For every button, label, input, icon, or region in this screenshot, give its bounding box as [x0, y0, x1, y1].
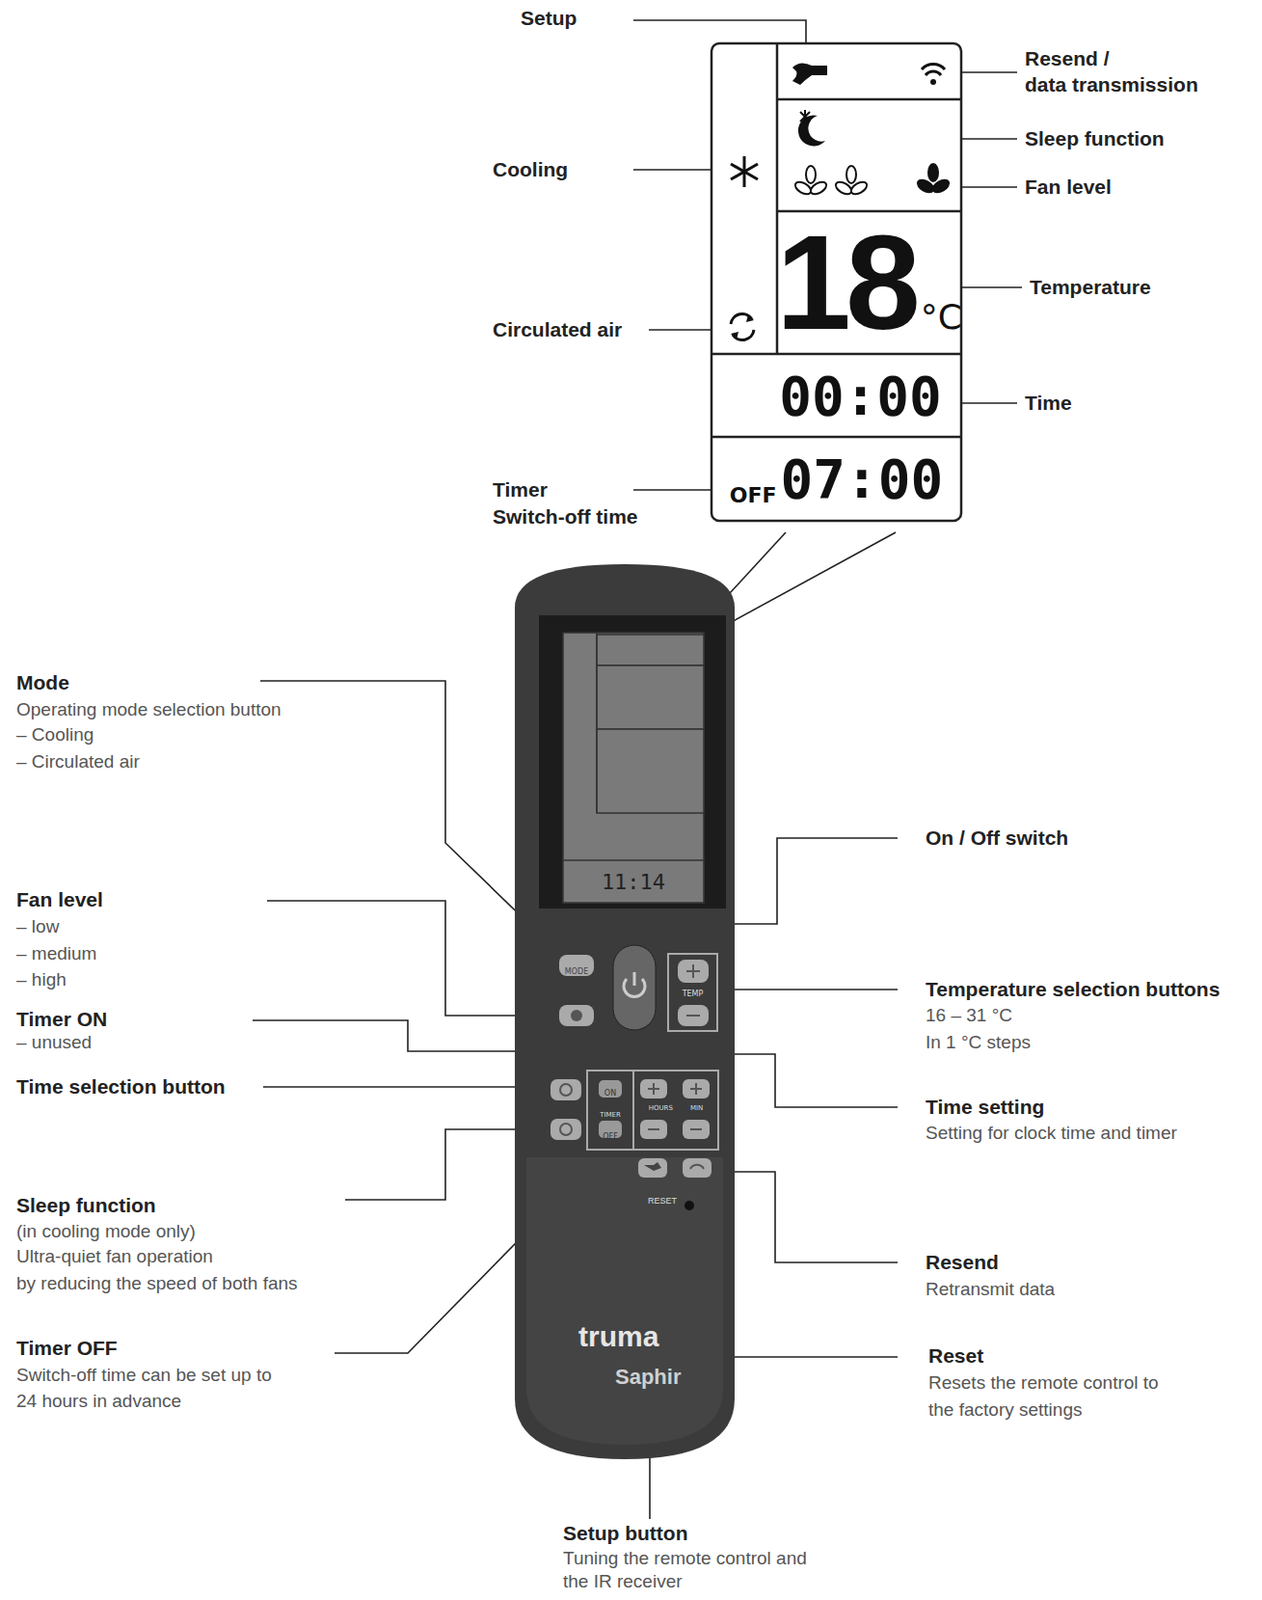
callout-heading: Resend: [925, 1250, 999, 1274]
callout-text: the IR receiver: [563, 1569, 683, 1593]
callout-text: – Circulated air: [16, 750, 140, 774]
callout-text: Setting for clock time and timer: [925, 1121, 1178, 1145]
callout-heading: Cooling: [492, 158, 568, 182]
display-text: ON: [604, 1088, 617, 1098]
callout-heading: Time: [1024, 391, 1073, 415]
callout-heading: Circulated air: [492, 318, 622, 342]
display-text: 00:00: [730, 364, 942, 428]
callout-heading: Switch-off time: [492, 505, 639, 529]
display-text: HOURS: [648, 1103, 673, 1112]
callout-heading: Temperature selection buttons: [925, 977, 1220, 1001]
callout-heading: Fan level: [1024, 175, 1112, 199]
callout-text: by reducing the speed of both fans: [16, 1271, 298, 1295]
brand-logo: truma: [578, 1319, 659, 1353]
callout-text: 16 – 31 °C: [925, 1003, 1013, 1027]
callout-heading: On / Off switch: [925, 826, 1069, 850]
lcd-segment: 18°C: [777, 211, 962, 354]
callout-heading: Time selection button: [16, 1074, 226, 1099]
callout-text: Operating mode selection button: [16, 698, 282, 722]
callout-text: the factory settings: [928, 1397, 1082, 1422]
callout-text: – low: [16, 914, 59, 939]
display-text: 11:14: [601, 869, 666, 894]
lcd-segment: 00:00: [711, 353, 962, 437]
display-text: MIN: [690, 1103, 703, 1112]
callout-heading: Setup button: [563, 1521, 688, 1545]
button-label: RESET: [647, 1195, 677, 1206]
display-text: MODE: [564, 966, 589, 976]
display-text: TIMER: [599, 1110, 621, 1119]
callout-heading: Timer OFF: [16, 1336, 118, 1360]
lcd-segment: OFF07:00: [711, 436, 962, 521]
lcd-enlarged: [711, 43, 962, 521]
callout-heading: Time setting: [925, 1095, 1045, 1119]
lcd-segment: TEMP: [670, 985, 716, 1001]
lcd-segment: MODE: [561, 962, 592, 980]
lcd-segment: HOURS MIN: [635, 1100, 717, 1116]
callout-text: Retransmit data: [925, 1277, 1055, 1301]
callout-text: Tuning the remote control and: [563, 1546, 807, 1570]
model-name: Saphir: [615, 1364, 681, 1390]
callout-text: (in cooling mode only): [16, 1219, 196, 1243]
display-text: °C: [920, 296, 963, 337]
callout-heading: Temperature: [1029, 275, 1152, 299]
callout-text: Ultra-quiet fan operation: [16, 1244, 214, 1268]
callout-text: – medium: [16, 941, 97, 966]
leader-lines: [252, 20, 1022, 1519]
display-text: 07:00: [780, 447, 944, 511]
display-text: OFF: [602, 1131, 618, 1141]
lcd-segment: ON TIMER OFF: [589, 1077, 632, 1146]
display-text: TEMP: [682, 989, 704, 998]
callout-heading: Setup: [520, 6, 577, 30]
callout-heading: data transmission: [1024, 73, 1199, 97]
callout-text: Resets the remote control to: [928, 1370, 1159, 1395]
callout-text: – high: [16, 967, 67, 992]
display-text: 18: [776, 214, 915, 350]
remote-body: [514, 563, 735, 1459]
callout-text: Switch-off time can be set up to: [16, 1363, 272, 1387]
callout-text: 24 hours in advance: [16, 1389, 182, 1413]
callout-heading: Timer: [492, 478, 548, 502]
display-text: OFF: [729, 483, 778, 508]
callout-heading: Sleep function: [16, 1193, 157, 1217]
callout-text: – Cooling: [16, 723, 94, 747]
callout-heading: Timer ON: [16, 1007, 108, 1031]
callout-text: – unused: [16, 1030, 92, 1054]
callout-heading: Resend /: [1024, 47, 1110, 71]
callout-heading: Sleep function: [1024, 127, 1165, 151]
lcd-segment: 11:14: [564, 861, 702, 901]
callout-heading: Reset: [928, 1343, 984, 1368]
callout-text: In 1 °C steps: [925, 1030, 1031, 1054]
callout-heading: Mode: [16, 671, 70, 695]
callout-heading: Fan level: [16, 887, 104, 912]
